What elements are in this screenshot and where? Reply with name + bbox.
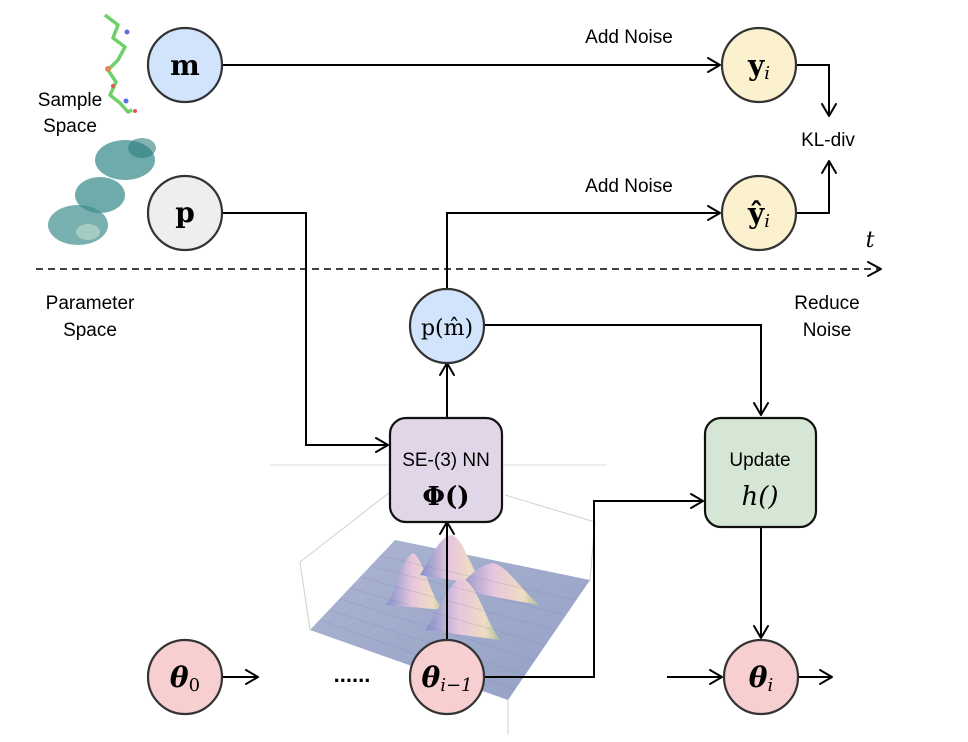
edge-into-theta-i: [667, 669, 723, 685]
update-box[interactable]: Update h(): [703, 416, 818, 529]
reduce-noise-label-line2: Noise: [803, 320, 852, 341]
protein-icon: [48, 138, 156, 245]
parameter-space-label-line2: Space: [63, 320, 117, 341]
node-theta-0-circle: [146, 638, 224, 716]
parameter-space-label: Parameter: [46, 293, 135, 314]
edge-pmhat-to-update: [485, 324, 769, 416]
time-axis-arrow: [36, 261, 882, 277]
edge-theta-i-out: [799, 669, 833, 685]
node-p-m-hat[interactable]: p(m̂): [408, 287, 486, 365]
node-m-circle: [146, 26, 224, 104]
edge-nn-to-pmhat: [439, 362, 455, 417]
ellipsis-label: ......: [334, 662, 371, 687]
edge-pmhat-to-yhat: [446, 205, 721, 290]
node-theta-i-circle: [722, 638, 800, 716]
edge-yi-to-kldiv: [797, 64, 837, 117]
kl-div-label: KL-div: [801, 130, 855, 151]
edge-yhat-to-kldiv: [797, 160, 837, 214]
se3-nn-title: SE-(3) NN: [402, 450, 490, 471]
node-y-i-circle: [720, 26, 798, 104]
node-y-i[interactable]: yi: [720, 26, 798, 104]
edge-p-to-nn: [222, 212, 389, 453]
node-m-symbol: m: [170, 49, 200, 82]
edge-m-to-yi: [222, 57, 721, 73]
node-theta-i-minus-1[interactable]: θi−1: [408, 638, 486, 716]
node-theta-i[interactable]: θi: [722, 638, 800, 716]
node-p-m-hat-label: p(m̂): [421, 316, 473, 341]
node-theta-0[interactable]: θ0: [146, 638, 224, 716]
node-p-m-hat-circle: [408, 287, 486, 365]
node-y-hat-i-label: ŷi: [747, 197, 770, 232]
update-func: h(): [741, 482, 778, 512]
edge-theta0-out: [223, 669, 259, 685]
se3-nn-box[interactable]: SE-(3) NN Φ(): [388, 416, 504, 524]
node-y-hat-i-circle: [720, 174, 798, 252]
molecule-icon: [103, 13, 137, 114]
se3-nn-box-rect: [388, 416, 504, 524]
sample-space-label: Sample: [38, 90, 102, 111]
se3-nn-func: Φ(): [422, 482, 469, 512]
node-p[interactable]: p: [146, 174, 224, 252]
node-p-symbol: p: [175, 196, 195, 229]
time-axis-label: t: [866, 228, 875, 253]
node-y-i-label: yi: [747, 49, 770, 84]
update-title: Update: [729, 450, 790, 471]
add-noise-top-label: Add Noise: [585, 27, 673, 48]
node-theta-i-minus-1-circle: [408, 638, 486, 716]
reduce-noise-label: Reduce: [794, 293, 860, 314]
node-m[interactable]: m: [146, 26, 224, 104]
sample-space-label-line2: Space: [43, 116, 97, 137]
edge-update-to-theta-i: [753, 528, 769, 639]
node-theta-0-label: θ0: [170, 661, 200, 696]
update-box-rect: [703, 416, 818, 529]
node-theta-i-minus-1-label: θi−1: [422, 661, 473, 696]
add-noise-bottom-label: Add Noise: [585, 176, 673, 197]
node-theta-i-label: θi: [749, 661, 773, 696]
node-p-circle: [146, 174, 224, 252]
node-y-hat-i[interactable]: ŷi: [720, 174, 798, 252]
edge-theta-prev-to-update: [485, 493, 704, 678]
